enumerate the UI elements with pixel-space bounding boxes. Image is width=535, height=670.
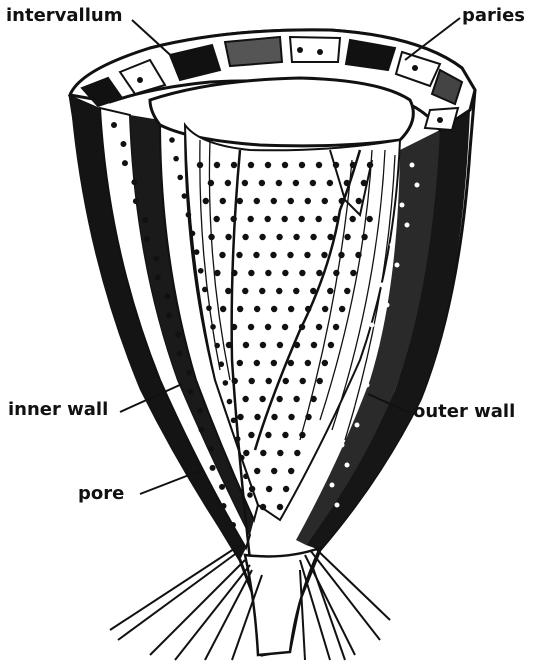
label-outer-wall: outer wall — [413, 402, 515, 422]
label-intervallum: intervallum — [6, 6, 122, 26]
label-paries: paries — [462, 6, 525, 26]
label-inner-wall: inner wall — [8, 400, 108, 420]
label-pore: pore — [78, 484, 124, 504]
